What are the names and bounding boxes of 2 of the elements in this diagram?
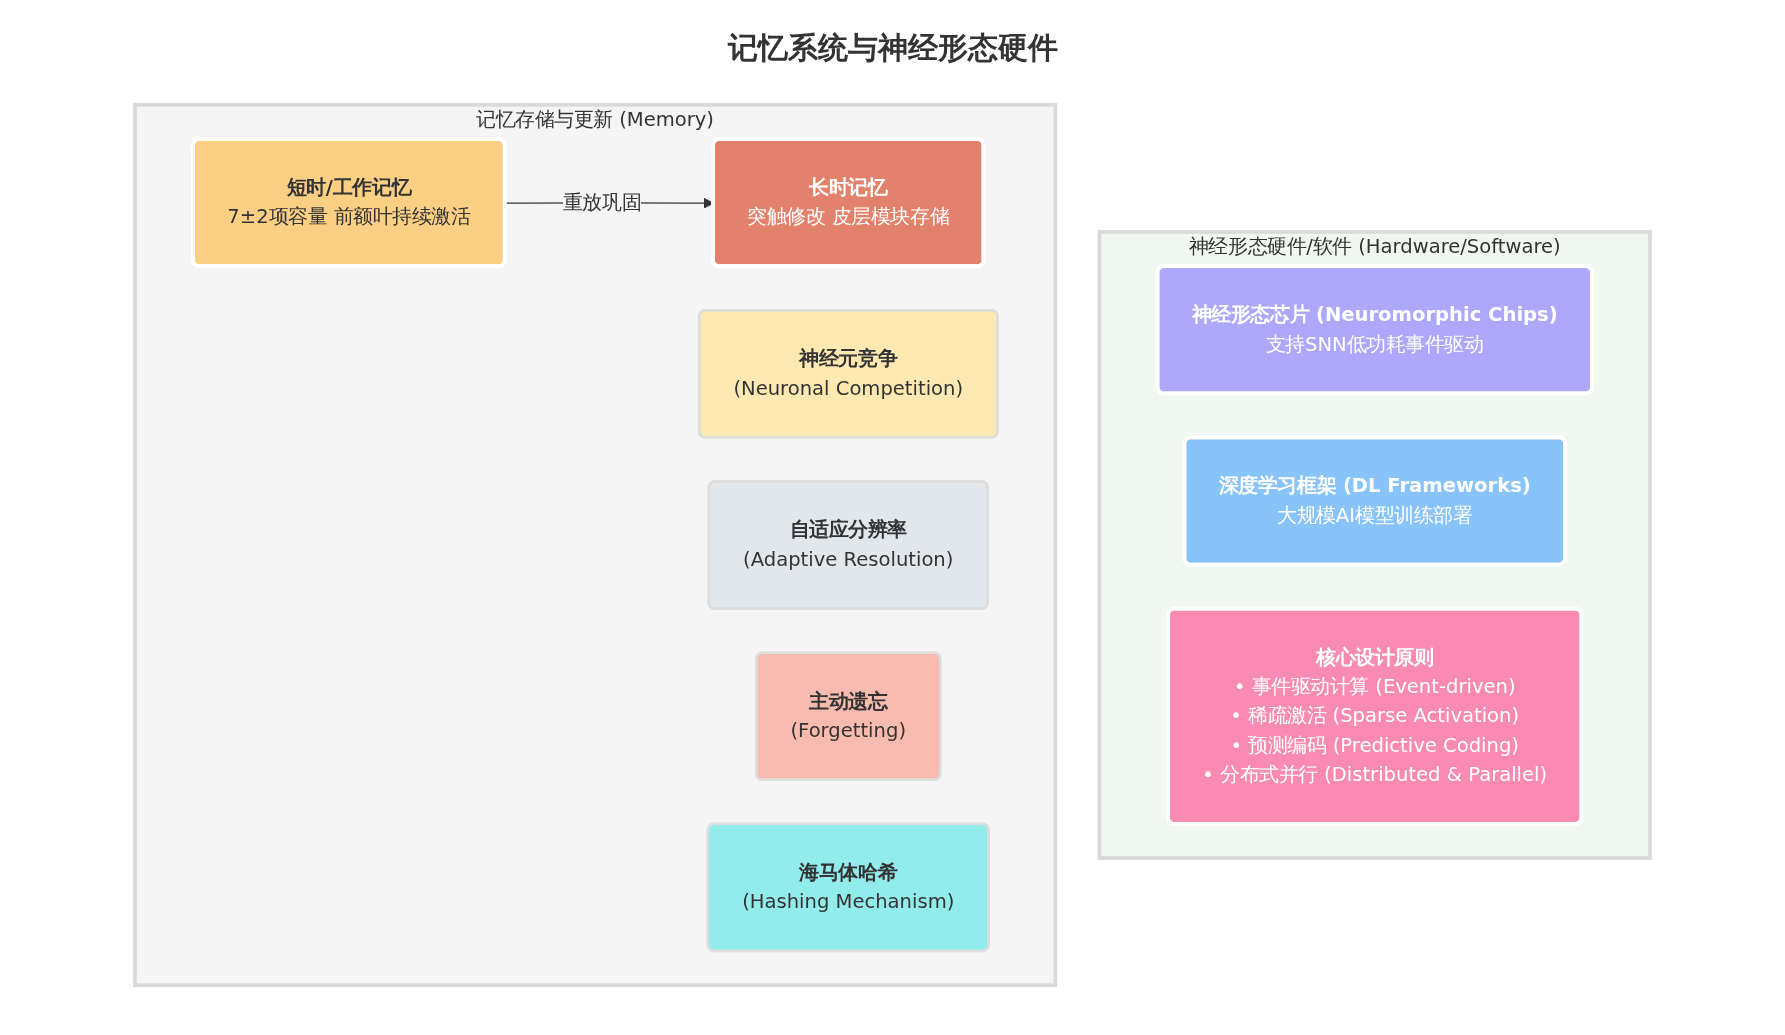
edge-label: 重放巩固 [562, 190, 642, 214]
diagram-title: 记忆系统与神经形态硬件 [727, 29, 1058, 67]
